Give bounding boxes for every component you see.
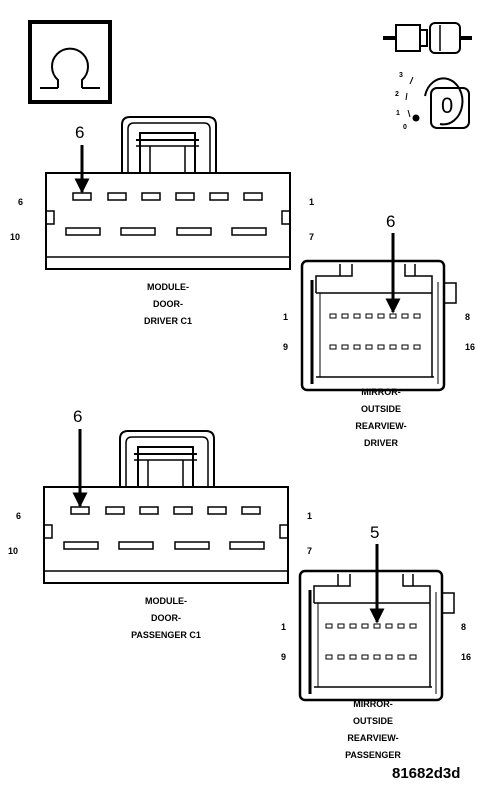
pin-label: 9: [283, 342, 289, 352]
pin-label: 6: [16, 511, 22, 521]
pin-label: 10: [8, 546, 19, 556]
connector-module-door-passenger-c1: [43, 429, 289, 584]
pin-label: 1: [281, 622, 287, 632]
key-position-icon: [405, 76, 470, 129]
pin-label: 1: [309, 197, 315, 207]
pin-label: 8: [461, 622, 467, 632]
ignition-key-icon: [383, 22, 472, 54]
connector-label-driver-mirror: MIRROR- OUTSIDE REARVIEW- DRIVER: [355, 387, 407, 448]
figure-id: 81682d3d: [392, 765, 461, 782]
callout-passenger-mirror: 5: [370, 523, 380, 542]
pin-label: 9: [281, 652, 287, 662]
pin-label: 8: [465, 312, 471, 322]
pin-label: 7: [307, 546, 313, 556]
connector-mirror-passenger: [298, 544, 455, 702]
key-position-0: 0: [403, 124, 407, 131]
pin-label: 1: [307, 511, 313, 521]
pin-label: 16: [465, 342, 476, 352]
pin-label: 6: [18, 197, 24, 207]
connector-label-driver-module: MODULE- DOOR- DRIVER C1: [143, 282, 192, 326]
key-position-2: 2: [395, 91, 399, 98]
pin-label: 16: [461, 652, 472, 662]
key-label: 0: [441, 93, 454, 118]
callout-driver-mirror: 6: [386, 212, 396, 231]
callout-passenger-module: 6: [73, 407, 83, 426]
connector-mirror-driver: [300, 233, 457, 392]
connector-label-passenger-mirror: MIRROR- OUTSIDE REARVIEW- PASSENGER: [345, 699, 401, 760]
pin-label: 10: [10, 232, 21, 242]
ohm-symbol-icon: [28, 20, 112, 104]
connector-module-door-driver-c1: [45, 116, 291, 270]
pin-label: 1: [283, 312, 289, 322]
key-position-1: 1: [396, 110, 400, 117]
pin-label: 7: [309, 232, 315, 242]
connector-label-passenger-module: MODULE- DOOR- PASSENGER C1: [131, 596, 201, 640]
key-position-3: 3: [399, 72, 403, 79]
callout-driver-module: 6: [75, 123, 85, 142]
